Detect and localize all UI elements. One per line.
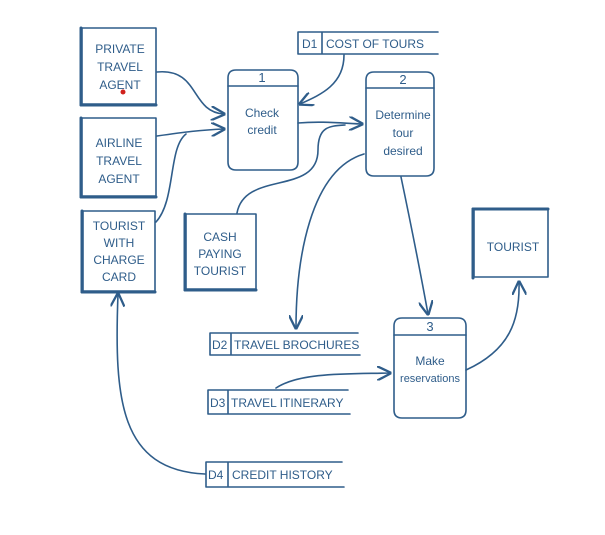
entity-label-line: PAYING — [198, 247, 242, 261]
svg-text:TRAVEL BROCHURES: TRAVEL BROCHURES — [234, 338, 359, 352]
svg-text:Determine: Determine — [375, 108, 431, 122]
svg-text:TRAVEL: TRAVEL — [97, 60, 143, 74]
svg-text:Make: Make — [415, 354, 445, 368]
svg-text:AGENT: AGENT — [98, 172, 140, 186]
flow-make-reservations-to-tourist — [465, 282, 519, 371]
svg-text:2: 2 — [399, 72, 406, 87]
svg-text:3: 3 — [426, 319, 433, 334]
data-store-d1-cost-of-tours: D1 COST OF TOURS — [297, 31, 439, 55]
flow-charge-card-tourist-to-check-credit — [155, 133, 187, 223]
process-label-line: desired — [383, 144, 422, 158]
flow-travel-itinerary-to-make-reservations — [275, 373, 390, 389]
svg-text:COST OF TOURS: COST OF TOURS — [326, 37, 424, 51]
store-id: D2 — [212, 338, 228, 352]
entity-label-line: PRIVATE — [95, 42, 145, 56]
store-name: TRAVEL BROCHURES — [234, 338, 359, 352]
entity-airline-travel-agent: AIRLINE TRAVEL AGENT — [79, 116, 158, 199]
process-label-line: Make — [415, 354, 445, 368]
entity-label-line: WITH — [104, 236, 135, 250]
svg-text:TRAVEL: TRAVEL — [96, 154, 142, 168]
svg-text:CHARGE: CHARGE — [93, 253, 144, 267]
entity-label-line: TOURIST — [93, 219, 146, 233]
svg-text:desired: desired — [383, 144, 422, 158]
svg-text:PRIVATE: PRIVATE — [95, 42, 145, 56]
flow-airline-agent-to-check-credit — [156, 129, 224, 137]
svg-text:Check: Check — [245, 106, 280, 120]
process-label-line: tour — [393, 126, 414, 140]
entity-label-line: CARD — [102, 270, 136, 284]
process-check-credit: 1 Check credit — [227, 69, 299, 171]
svg-text:WITH: WITH — [104, 236, 135, 250]
entity-label-line: TRAVEL — [97, 60, 143, 74]
process-number: 2 — [399, 72, 406, 87]
entity-label-line: AGENT — [98, 172, 140, 186]
store-id: D1 — [302, 37, 318, 51]
svg-text:TOURIST: TOURIST — [194, 264, 247, 278]
store-name: COST OF TOURS — [326, 37, 424, 51]
flow-check-credit-to-determine-tour — [297, 122, 362, 124]
svg-text:CARD: CARD — [102, 270, 136, 284]
entity-label-line: TOURIST — [194, 264, 247, 278]
entity-label-line: CHARGE — [93, 253, 144, 267]
entity-label-line: TRAVEL — [96, 154, 142, 168]
entity-private-travel-agent: PRIVATE TRAVEL AGENT — [79, 26, 158, 107]
svg-text:AGENT: AGENT — [99, 78, 141, 92]
flow-determine-tour-to-travel-brochures — [296, 153, 365, 328]
svg-text:TOURIST: TOURIST — [487, 240, 540, 254]
process-label-line: Determine — [375, 108, 431, 122]
process-label-line: credit — [247, 123, 277, 137]
svg-text:reservations: reservations — [400, 373, 460, 385]
data-store-d2-travel-brochures: D2 TRAVEL BROCHURES — [209, 332, 361, 356]
svg-text:D4: D4 — [208, 468, 224, 482]
svg-text:tour: tour — [393, 126, 414, 140]
flow-credit-history-to-charge-card-tourist — [117, 294, 206, 475]
flow-cost-of-tours-to-check-credit — [300, 54, 345, 104]
red-dot-marker — [120, 89, 126, 95]
svg-text:TRAVEL ITINERARY: TRAVEL ITINERARY — [231, 396, 343, 410]
process-determine-tour-desired: 2 Determine tour desired — [365, 71, 435, 177]
entity-label-line: AGENT — [99, 78, 141, 92]
process-label-line: reservations — [400, 373, 460, 385]
svg-text:D3: D3 — [210, 396, 226, 410]
svg-text:CASH: CASH — [203, 230, 236, 244]
store-name: CREDIT HISTORY — [232, 468, 333, 482]
entity-label-line: CASH — [203, 230, 236, 244]
flow-private-agent-to-check-credit — [156, 71, 224, 114]
entity-label-line: AIRLINE — [96, 136, 143, 150]
entity-label-line: TOURIST — [487, 240, 540, 254]
svg-text:TOURIST: TOURIST — [93, 219, 146, 233]
flow-cash-tourist-to-determine-tour — [236, 124, 346, 214]
svg-text:PAYING: PAYING — [198, 247, 242, 261]
data-store-d4-credit-history: D4 CREDIT HISTORY — [205, 461, 345, 488]
process-label-line: Check — [245, 106, 280, 120]
flow-determine-tour-to-make-reservations — [400, 176, 428, 314]
store-id: D3 — [210, 396, 226, 410]
svg-text:AIRLINE: AIRLINE — [96, 136, 143, 150]
process-number: 1 — [258, 70, 265, 85]
svg-text:D2: D2 — [212, 338, 228, 352]
entity-tourist-with-charge-card: TOURIST WITH CHARGE CARD — [80, 209, 157, 294]
data-store-d3-travel-itinerary: D3 TRAVEL ITINERARY — [207, 389, 351, 415]
store-name: TRAVEL ITINERARY — [231, 396, 343, 410]
process-number: 3 — [426, 319, 433, 334]
svg-text:1: 1 — [258, 70, 265, 85]
svg-text:D1: D1 — [302, 37, 318, 51]
store-id: D4 — [208, 468, 224, 482]
svg-text:CREDIT HISTORY: CREDIT HISTORY — [232, 468, 333, 482]
svg-text:credit: credit — [247, 123, 277, 137]
entity-cash-paying-tourist: CASH PAYING TOURIST — [183, 212, 258, 292]
entity-tourist: TOURIST — [471, 207, 550, 280]
process-make-reservations: 3 Make reservations — [393, 317, 467, 419]
